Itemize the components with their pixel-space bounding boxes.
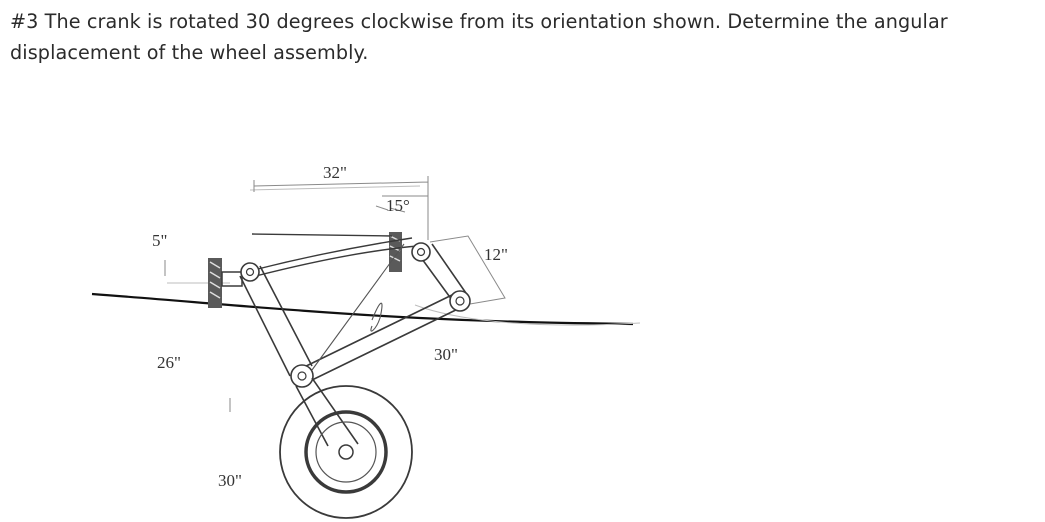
crank-pivot: [411, 242, 431, 262]
label-crank-length: 12": [484, 245, 508, 264]
ground-line: [91, 292, 634, 326]
label-coupler-length: 30": [434, 345, 458, 364]
label-left-height: 26": [157, 353, 181, 372]
top-dimension-line: [253, 176, 429, 198]
crank-end-pivot: [449, 290, 471, 312]
wheel: [279, 385, 413, 519]
left-bracket: [208, 258, 243, 308]
label-top-length: 32": [323, 163, 347, 182]
right-bracket: [389, 232, 402, 272]
dimension-tick: [164, 205, 389, 412]
label-bottom-length: 30": [218, 471, 242, 490]
angle-indicator: [382, 195, 429, 240]
coupler-link: [297, 293, 465, 383]
sketch-line: [311, 243, 405, 371]
crank-dimension-line: [429, 235, 506, 305]
label-angle: 15°: [386, 196, 410, 215]
label-left-offset: 5": [152, 231, 167, 250]
frame-link: [245, 233, 419, 279]
wheel-fork: [295, 377, 359, 447]
left-pivot: [240, 262, 260, 282]
problem-statement: #3 The crank is rotated 30 degrees clock…: [10, 10, 948, 64]
wheel-pivot: [290, 364, 314, 388]
main-strut: [239, 265, 313, 377]
